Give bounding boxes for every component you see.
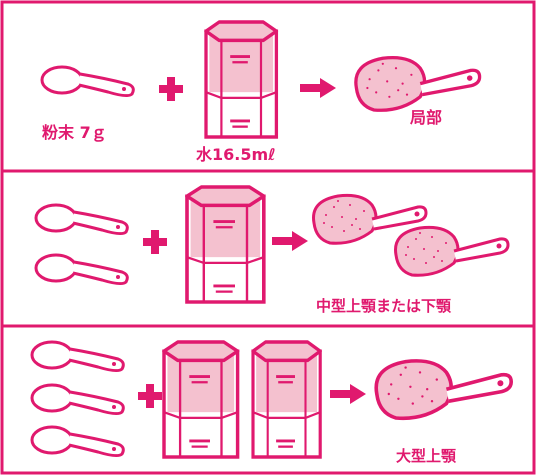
result-label-medium: 中型上顎または下顎	[316, 297, 452, 315]
plus-icon	[138, 384, 162, 408]
measuring-cup-icon	[204, 20, 279, 139]
measuring-scoop-icon	[34, 253, 129, 286]
plus-icon	[143, 230, 167, 254]
measuring-cup-icon	[185, 185, 266, 304]
arrow-right-icon	[272, 231, 308, 251]
measuring-scoop-icon	[30, 340, 125, 373]
impression-tray-icon	[354, 55, 482, 112]
impression-tray-icon	[374, 359, 514, 421]
arrow-right-icon	[330, 384, 366, 404]
powder-amount-label: 粉末 7ｇ	[42, 123, 107, 142]
result-label-partial: 局部	[410, 108, 443, 127]
measuring-scoop-icon	[30, 425, 125, 458]
measuring-scoop-icon	[30, 383, 125, 416]
arrow-right-icon	[300, 78, 336, 98]
plus-icon	[159, 77, 183, 101]
measuring-scoop-icon	[40, 65, 135, 98]
measuring-cup-icon	[251, 340, 322, 459]
measuring-cup-icon	[162, 340, 240, 459]
impression-tray-icon	[394, 225, 510, 277]
result-label-large: 大型上顎	[396, 447, 457, 465]
water-amount-label: 水16.5mℓ	[196, 145, 276, 164]
measuring-scoop-icon	[34, 203, 129, 236]
